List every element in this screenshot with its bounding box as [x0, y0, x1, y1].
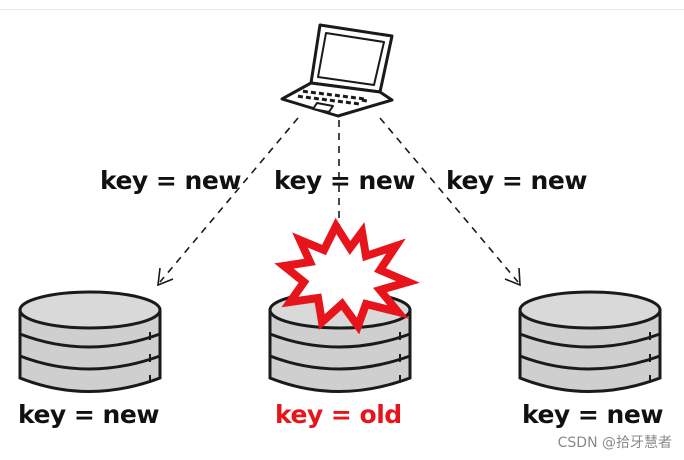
arrow-label-left: key = new	[100, 166, 241, 195]
arrowhead-left	[157, 267, 174, 287]
database-label-right: key = new	[522, 400, 663, 429]
arrowhead-right	[504, 267, 521, 287]
arrow-left	[159, 117, 299, 283]
arrow-label-middle: key = new	[274, 166, 415, 195]
database-icon	[18, 290, 162, 393]
arrow-right	[379, 117, 519, 283]
conflict-burst-icon	[274, 217, 420, 335]
laptop-icon	[280, 23, 394, 118]
arrow-label-right: key = new	[446, 166, 587, 195]
watermark: CSDN @拾牙慧者	[557, 435, 672, 451]
database-label-middle: key = old	[275, 400, 402, 429]
database-label-left: key = new	[18, 400, 159, 429]
database-icon	[518, 290, 662, 393]
top-divider	[0, 0, 684, 10]
